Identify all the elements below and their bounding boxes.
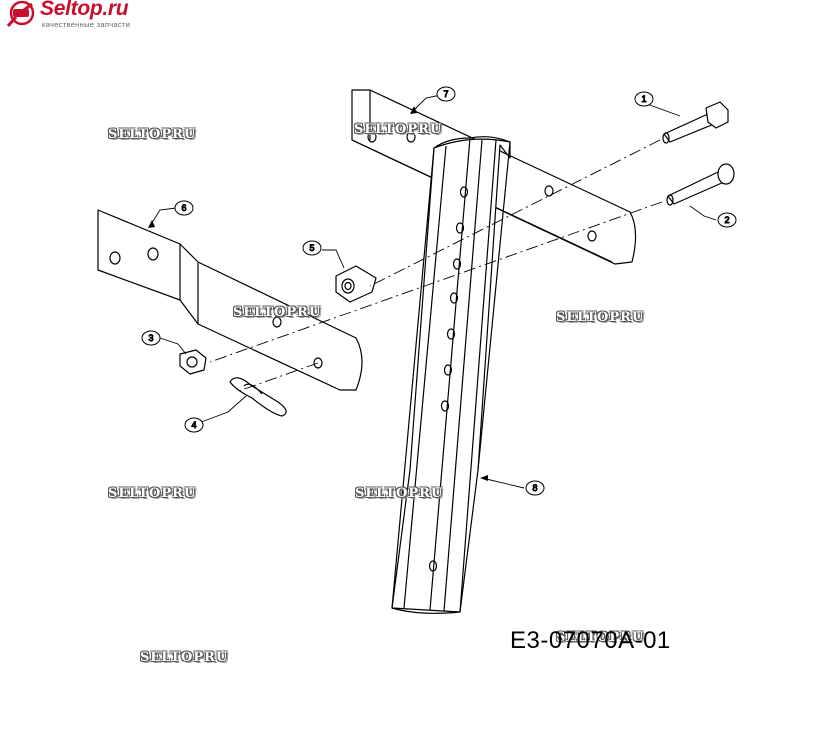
assembly-centerlines <box>209 139 663 393</box>
watermark: SELTOPRU <box>108 486 197 501</box>
callout-5: 5 <box>302 240 322 256</box>
svg-text:3: 3 <box>148 333 153 343</box>
drawing-id: E3-07070A-01 <box>510 627 671 654</box>
leader-arrowheads <box>148 106 488 481</box>
watermark: SELTOPRU <box>355 486 444 501</box>
callout-1: 1 <box>634 91 654 107</box>
callout-7: 7 <box>436 86 456 102</box>
callout-6: 6 <box>174 200 194 216</box>
part-8-channel <box>391 136 511 614</box>
leader-lines <box>149 93 717 489</box>
part-4-hairpin-clip <box>229 377 287 417</box>
logo-name[interactable]: Seltop.ru <box>40 0 129 20</box>
svg-text:6: 6 <box>181 203 186 213</box>
callout-4: 4 <box>184 417 204 433</box>
watermark: SELTOPRU <box>556 630 645 645</box>
svg-text:7: 7 <box>443 89 448 99</box>
part-6-arm-plate <box>97 209 363 391</box>
svg-text:2: 2 <box>724 215 729 225</box>
callout-2: 2 <box>717 212 737 228</box>
watermark: SELTOPRU <box>140 650 229 665</box>
logo-tagline: качественные запчасти <box>42 20 131 29</box>
part-3-nut <box>179 349 207 375</box>
callout-8: 8 <box>525 480 545 496</box>
svg-text:4: 4 <box>191 420 196 430</box>
svg-text:1: 1 <box>641 94 646 104</box>
seltop-logo-icon <box>6 0 35 27</box>
part-5-spacer <box>335 265 377 303</box>
watermark: SELTOPRU <box>354 122 443 137</box>
part-1-bolt <box>662 101 729 144</box>
callout-3: 3 <box>141 330 161 346</box>
watermark: SELTOPRU <box>108 127 197 142</box>
part-2-clevis-pin <box>666 163 735 206</box>
svg-text:5: 5 <box>309 243 314 253</box>
svg-text:8: 8 <box>532 483 537 493</box>
watermark: SELTOPRU <box>556 310 645 325</box>
watermark: SELTOPRU <box>233 305 322 320</box>
